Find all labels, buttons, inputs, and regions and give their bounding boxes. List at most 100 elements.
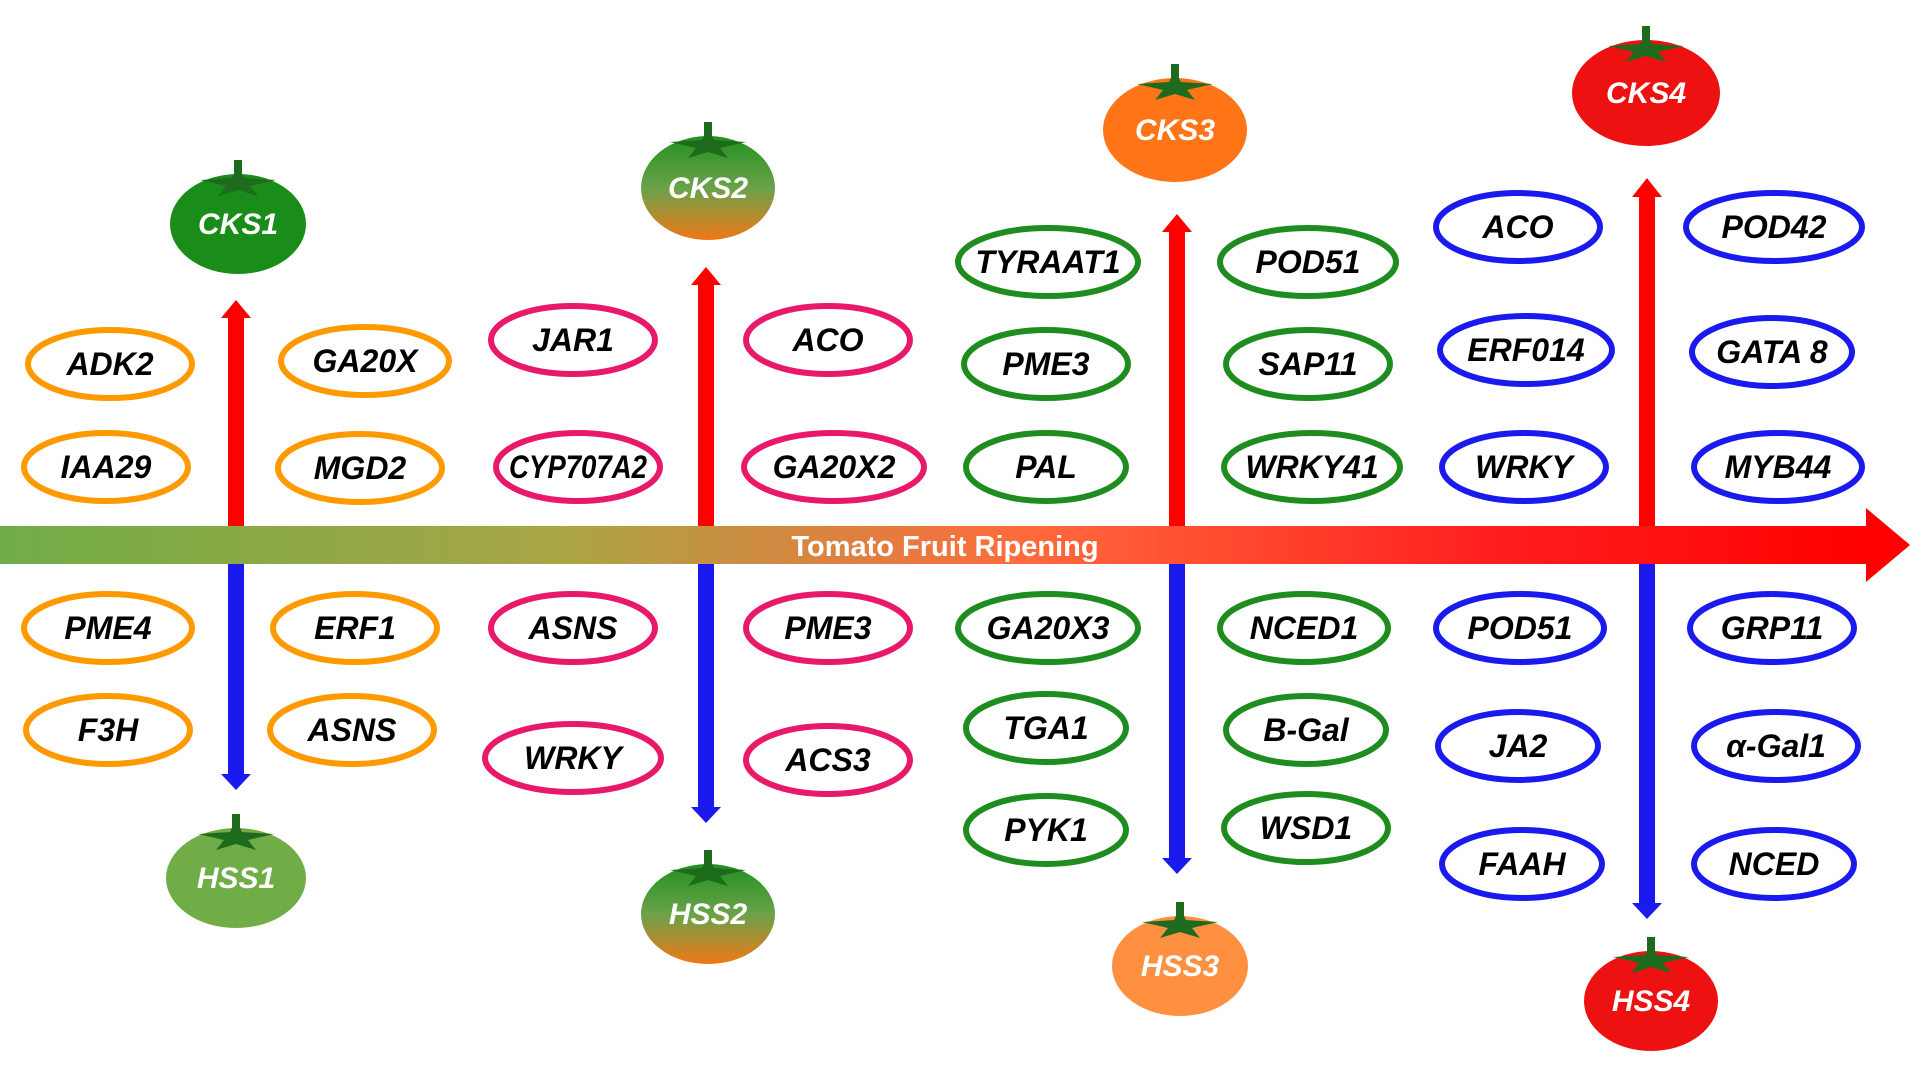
gene-oval: POD42	[1683, 190, 1865, 264]
gene-label: FAAH	[1478, 846, 1566, 882]
gene-oval: NCED	[1691, 827, 1857, 901]
tomato-label-hss1: HSS1	[197, 862, 275, 895]
gene-oval: PAL	[963, 430, 1129, 504]
arrow-up-stage-3	[1162, 214, 1192, 526]
gene-label: JAR1	[532, 322, 614, 358]
gene-oval-shape	[488, 591, 658, 665]
tomato-label-cks1: CKS1	[198, 208, 278, 241]
gene-oval: ASNS	[267, 693, 437, 767]
gene-oval-shape	[1433, 591, 1607, 665]
arrows-layer	[221, 178, 1662, 919]
gene-oval-shape	[25, 327, 195, 401]
gene-label: GA20X3	[987, 610, 1110, 646]
gene-oval-shape	[21, 430, 191, 504]
gene-oval: α-Gal1	[1691, 709, 1861, 783]
gene-oval: NCED1	[1217, 591, 1391, 665]
gene-oval-shape	[1439, 430, 1609, 504]
gene-oval: MYB44	[1691, 430, 1865, 504]
gene-label: WRKY41	[1245, 449, 1378, 485]
gene-oval-shape	[1435, 709, 1601, 783]
gene-label: MGD2	[314, 450, 407, 486]
gene-oval: PME3	[961, 327, 1131, 401]
arrow-up-stage-1	[221, 300, 251, 526]
gene-label: JA2	[1489, 728, 1548, 764]
gene-label: TYRAAT1	[975, 244, 1120, 280]
gene-oval-shape	[1223, 327, 1393, 401]
gene-oval: ACO	[1433, 190, 1603, 264]
axis-arrowhead	[1866, 508, 1910, 582]
tomato-cks4: CKS4	[1572, 26, 1720, 146]
gene-oval: WRKY	[482, 721, 664, 795]
gene-label: PYK1	[1004, 812, 1088, 848]
gene-label: ERF014	[1467, 332, 1585, 368]
gene-oval-shape	[1217, 225, 1399, 299]
gene-oval: B-Gal	[1223, 693, 1389, 767]
gene-label: TGA1	[1003, 710, 1088, 746]
axis-title: Tomato Fruit Ripening	[791, 531, 1098, 563]
gene-label: α-Gal1	[1726, 728, 1826, 764]
gene-label: CYP707A2	[509, 449, 647, 485]
gene-oval: POD51	[1217, 225, 1399, 299]
gene-oval-shape	[955, 225, 1141, 299]
gene-oval: SAP11	[1223, 327, 1393, 401]
gene-oval-shape	[1221, 430, 1403, 504]
gene-oval: JAR1	[488, 303, 658, 377]
gene-oval-shape	[1687, 591, 1857, 665]
gene-label: WSD1	[1260, 810, 1352, 846]
gene-oval-shape	[1437, 313, 1615, 387]
gene-label: B-Gal	[1263, 712, 1349, 748]
gene-oval: POD51	[1433, 591, 1607, 665]
gene-oval-shape	[1433, 190, 1603, 264]
gene-label: POD42	[1722, 209, 1827, 245]
gene-oval: MGD2	[275, 431, 445, 505]
gene-label: GRP11	[1721, 610, 1824, 646]
gene-oval-shape	[267, 693, 437, 767]
gene-oval-shape	[270, 591, 440, 665]
gene-oval: ERF1	[270, 591, 440, 665]
gene-label: ACO	[791, 322, 863, 358]
gene-oval-shape	[1691, 827, 1857, 901]
gene-oval: PME3	[743, 591, 913, 665]
gene-label: NCED	[1729, 846, 1820, 882]
gene-oval: ACO	[743, 303, 913, 377]
gene-oval-shape	[275, 431, 445, 505]
gene-oval: PME4	[21, 591, 195, 665]
gene-label: ACS3	[784, 742, 871, 778]
gene-oval: WRKY41	[1221, 430, 1403, 504]
gene-oval-shape	[955, 591, 1141, 665]
gene-label: WRKY	[524, 740, 624, 776]
arrow-down-stage-2	[691, 564, 721, 823]
gene-label: PAL	[1015, 449, 1077, 485]
arrow-up-stage-2	[691, 267, 721, 526]
tomato-hss3: HSS3	[1112, 902, 1248, 1016]
gene-oval: WRKY	[1439, 430, 1609, 504]
gene-oval: ACS3	[743, 723, 913, 797]
gene-label: WRKY	[1475, 449, 1575, 485]
gene-label: IAA29	[61, 449, 152, 485]
gene-oval: GA20X2	[741, 430, 927, 504]
arrow-down-stage-4	[1632, 564, 1662, 919]
tomato-cks3: CKS3	[1103, 64, 1247, 182]
gene-label: POD51	[1468, 610, 1573, 646]
tomato-label-hss4: HSS4	[1612, 985, 1691, 1018]
axis-bar	[0, 526, 1870, 564]
gene-oval: GRP11	[1687, 591, 1857, 665]
gene-oval-shape	[493, 430, 663, 504]
tomato-hss2: HSS2	[641, 850, 775, 964]
gene-label: NCED1	[1250, 610, 1358, 646]
gene-oval: GA20X3	[955, 591, 1141, 665]
gene-oval: CYP707A2	[493, 430, 663, 504]
gene-oval: WSD1	[1221, 791, 1391, 865]
gene-oval-shape	[743, 723, 913, 797]
gene-oval: TYRAAT1	[955, 225, 1141, 299]
gene-oval-shape	[278, 324, 452, 398]
tomato-cks2: CKS2	[641, 122, 775, 240]
gene-label: PME3	[1002, 346, 1089, 382]
gene-oval-shape	[963, 691, 1129, 765]
gene-oval-shape	[1689, 315, 1855, 389]
gene-label: ERF1	[314, 610, 396, 646]
gene-oval-shape	[963, 430, 1129, 504]
tomato-cks1: CKS1	[170, 160, 306, 274]
